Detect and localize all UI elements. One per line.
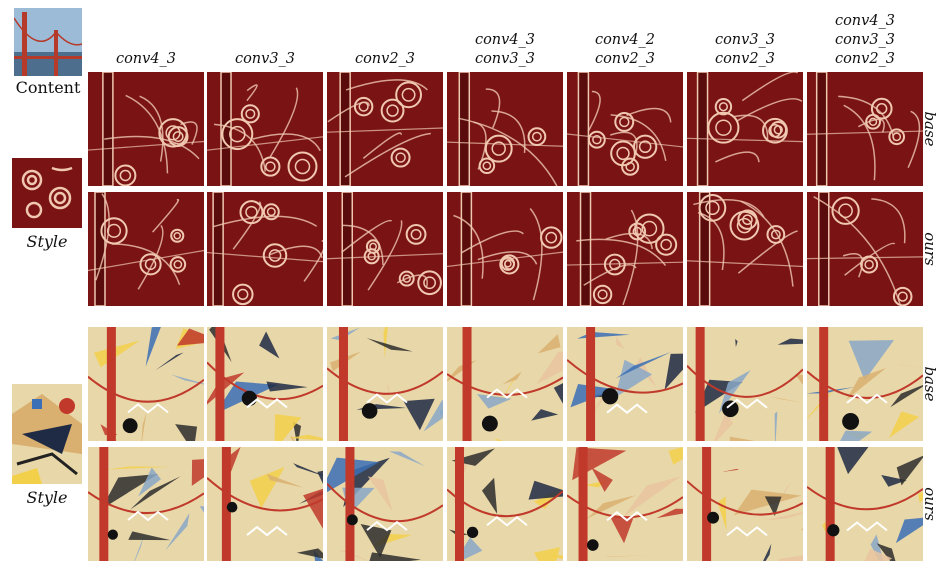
result-image-swirl-base	[687, 72, 803, 186]
content-label: Content	[15, 78, 81, 97]
column-header-line: conv3_3	[474, 51, 536, 67]
row-label-ours: ours	[921, 232, 939, 266]
style-image-abstract	[12, 384, 82, 484]
column-header-line: conv3_3	[234, 51, 296, 67]
result-image-abstract-ours	[207, 447, 323, 561]
result-image-abstract-base	[88, 327, 204, 441]
result-image-swirl-base	[207, 72, 323, 186]
column-header-line: conv4_2	[594, 32, 656, 48]
column-header-line: conv4_3	[115, 51, 177, 67]
column-header-line: conv4_3	[834, 13, 896, 29]
result-image-abstract-base	[207, 327, 323, 441]
result-image-abstract-base	[447, 327, 563, 441]
result-image-swirl-base	[567, 72, 683, 186]
column-header-line: conv3_3	[834, 32, 896, 48]
column-header-line: conv2_3	[834, 51, 896, 67]
style-label-1: Style	[26, 232, 68, 251]
result-image-swirl-ours	[327, 192, 443, 306]
column-header-line: conv2_3	[714, 51, 776, 67]
result-image-abstract-ours	[327, 447, 443, 561]
style-image-swirl	[12, 158, 82, 228]
result-image-abstract-base	[327, 327, 443, 441]
row-label-base: base	[921, 111, 939, 147]
result-image-swirl-ours	[88, 192, 204, 306]
column-header-line: conv3_3	[714, 32, 776, 48]
result-image-swirl-base	[807, 72, 923, 186]
result-image-swirl-ours	[567, 192, 683, 306]
column-header-line: conv4_3	[474, 32, 536, 48]
row-label-base: base	[921, 366, 939, 402]
result-image-abstract-base	[687, 327, 803, 441]
result-image-swirl-ours	[447, 192, 563, 306]
result-image-swirl-base	[327, 72, 443, 186]
result-image-swirl-base	[447, 72, 563, 186]
style-label-2: Style	[26, 488, 68, 507]
result-image-abstract-base	[807, 327, 923, 441]
result-image-abstract-base	[567, 327, 683, 441]
content-image	[14, 8, 82, 76]
result-image-abstract-ours	[687, 447, 803, 561]
result-image-abstract-ours	[807, 447, 923, 561]
result-image-swirl-base	[88, 72, 204, 186]
result-image-swirl-ours	[687, 192, 803, 306]
row-label-ours: ours	[921, 487, 939, 521]
column-header-line: conv2_3	[354, 51, 416, 67]
result-image-abstract-ours	[567, 447, 683, 561]
result-image-swirl-ours	[807, 192, 923, 306]
column-header-line: conv2_3	[594, 51, 656, 67]
result-image-abstract-ours	[88, 447, 204, 561]
result-image-abstract-ours	[447, 447, 563, 561]
result-image-swirl-ours	[207, 192, 323, 306]
